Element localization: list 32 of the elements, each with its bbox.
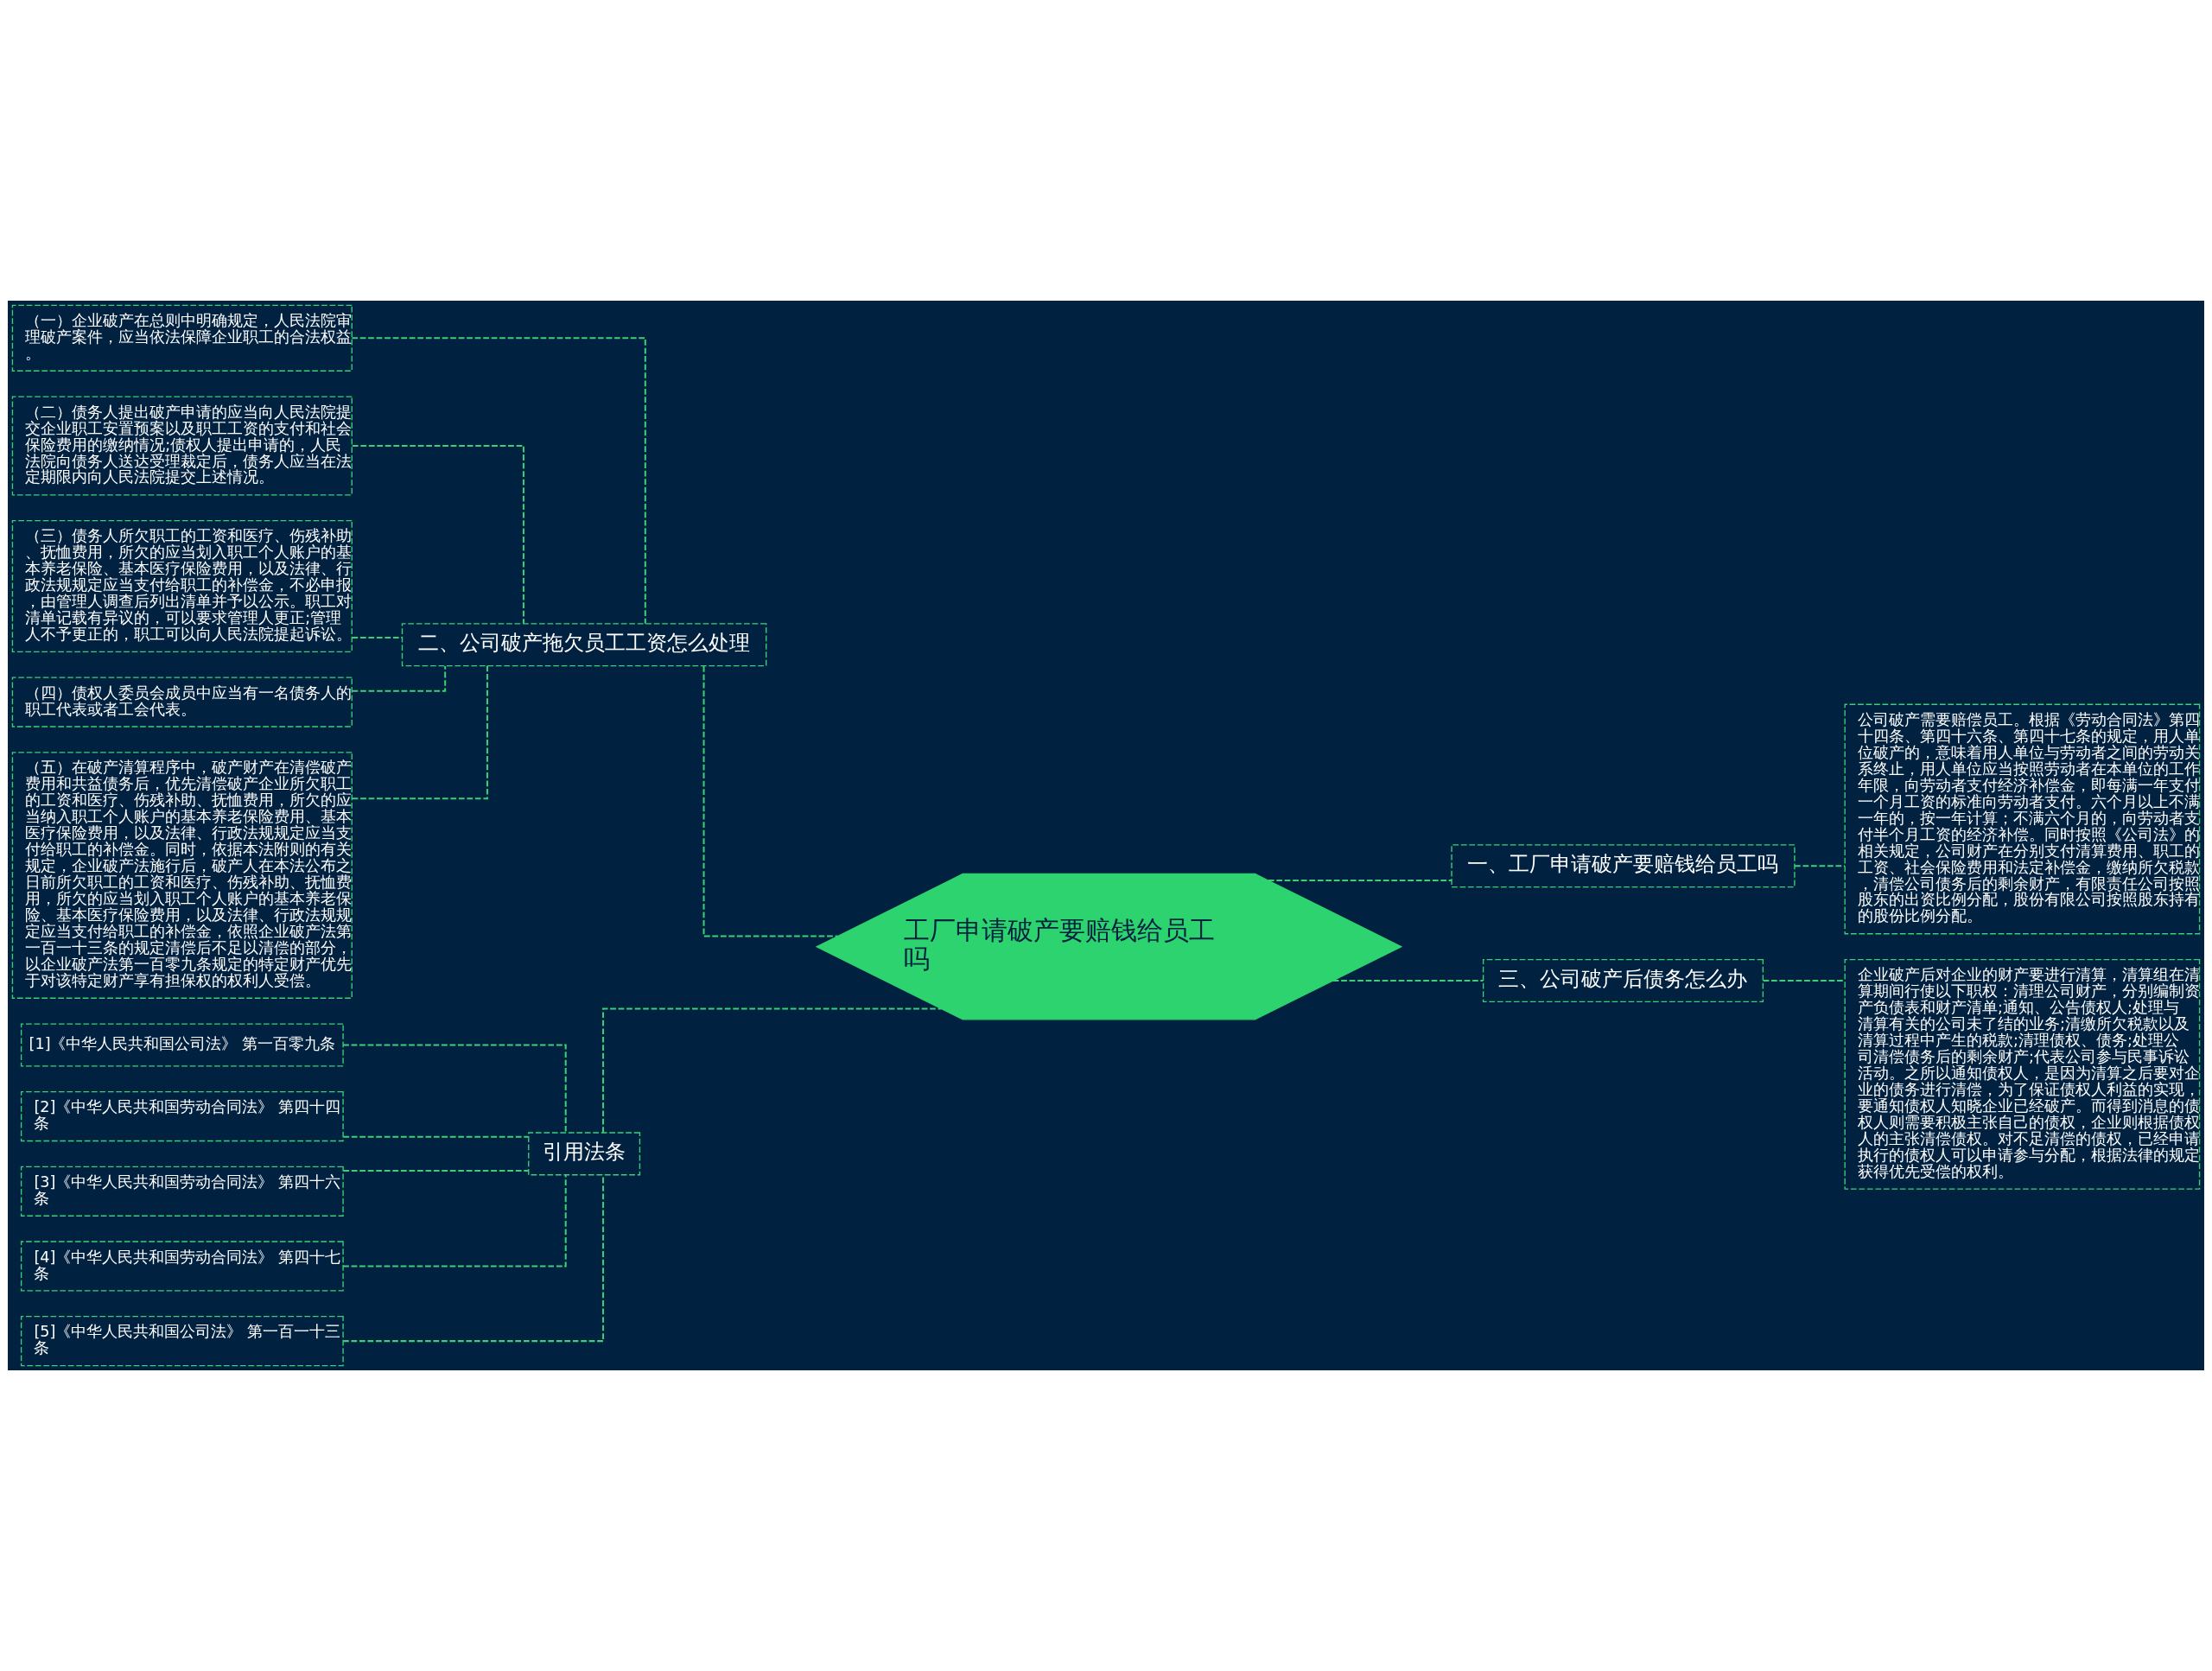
connector: [343, 1044, 567, 1133]
node-box: 企业破产后对企业的财产要进行清算，清算组在清算期间行使以下职权：清理公司财产，分别编制资产负债表和财产清单;通知、公告债权人;处理与清算有关的公司未了结的业务;清缴所欠税款以及清算过程中产生的税款;清理债权、债务;处理公司清偿债务后的剩余财产;代表公司参与民事诉讼活动。之所以通知债权人，是因为清算之后要对企业的债务进行清偿，为了保证债权人利益的实现，要通知债权人知晓企业已经破产。而得到消息的债权人则需要积极主张自己的债权，企业则根据债权人的主张清偿债权。对不足清偿的债权，已经申请执行的债权人可以申请参与分配，根据法律的规定获得优先受偿的权利。: [1844, 958, 2201, 1190]
connector: [343, 1174, 567, 1268]
node-box: [3]《中华人民共和国劳动合同法》 第四十六条: [20, 1166, 344, 1217]
node-box: [2]《中华人民共和国劳动合同法》 第四十四条: [20, 1090, 344, 1142]
node-box: [1]《中华人民共和国公司法》 第一百零九条: [20, 1023, 344, 1067]
connector: [352, 444, 524, 624]
connector: [343, 1174, 605, 1343]
connector: [1795, 865, 1845, 867]
node-box: （五）在破产清算程序中，破产财产在清偿破产费用和共益债务后，优先清偿破产企业所欠职工的工资和医疗、伤残补助、抚恤费用，所欠的应当纳入职工个人账户的基本养老保险费用、基本医疗保险费用，以及法律、行政法规规定应当支付给职工的补偿金。同时，依据本法附则的有关规定，企业破产法施行后，破产人在本法公布之日前所欠职工的工资和医疗、伤残补助、抚恤费用，所欠的应当划入职工个人账户的基本养老保险、基本医疗保险费用，以及法律、行政法规规定应当支付给职工的补偿金，依照企业破产法第一百一十三条的规定清偿后不足以清偿的部分，以企业破产法第一百零九条规定的特定财产优先于对该特定财产享有担保权的权利人受偿。: [11, 752, 353, 999]
node-box: 引用法条: [528, 1132, 641, 1176]
connector: [352, 337, 646, 624]
connector: [343, 1170, 529, 1172]
connector: [352, 637, 403, 639]
connector: [343, 1135, 529, 1138]
node-box: 一、工厂申请破产要赔钱给员工吗: [1451, 844, 1796, 888]
node-box: （一）企业破产在总则中明确规定，人民法院审理破产案件，应当依法保障企业职工的合法权益。: [11, 304, 353, 372]
connector: [352, 666, 447, 692]
node-box: （四）债权人委员会成员中应当有一名债务人的职工代表或者工会代表。: [11, 677, 353, 727]
connector: [602, 1007, 942, 1133]
connector: [352, 665, 488, 800]
node-box: 三、公司破产后债务怎么办: [1482, 958, 1764, 1002]
node-box: （二）债务人提出破产申请的应当向人民法院提交企业职工安置预案以及职工工资的支付和社会保险费用的缴纳情况;债权人提出申请的，人民法院向债务人送达受理裁定后，债务人应当在法定期限内向人民法院提交上述情况。: [11, 396, 353, 496]
connector: [1268, 880, 1452, 882]
connector: [1763, 979, 1845, 982]
node-box: [5]《中华人民共和国公司法》 第一百一十三条: [20, 1316, 344, 1367]
node-box: 二、公司破产拖欠员工工资怎么处理: [401, 623, 767, 667]
node-box: （三）债务人所欠职工的工资和医疗、伤残补助、抚恤费用，所欠的应当划入职工个人账户的基本养老保险、基本医疗保险费用，以及法律、行政法规规定应当支付给职工的补偿金，不必申报，由管理人调查后列出清单并予以公示。职工对清单记载有异议的，可以要求管理人更正;管理人不予更正的，职工可以向人民法院提起诉讼。: [11, 519, 353, 653]
node-box: [4]《中华人民共和国劳动合同法》 第四十七条: [20, 1241, 344, 1292]
connector: [1332, 979, 1484, 982]
connector: [702, 666, 838, 937]
node-box: 公司破产需要赔偿员工。根据《劳动合同法》第四十四条、第四十六条、第四十七条的规定，用人单位破产的，意味着用人单位与劳动者之间的劳动关系终止，用人单位应当按照劳动者在本单位的工作年限，向劳动者支付经济补偿金，即每满一年支付一个月工资的标准向劳动者支付。六个月以上不满一年的，按一年计算；不满六个月的，向劳动者支付半个月工资的经济补偿。同时按照《公司法》的相关规定，公司财产在分别支付清算费用、职工的工资、社会保险费用和法定补偿金，缴纳所欠税款，清偿公司债务后的剩余财产，有限责任公司按照股东的出资比例分配，股份有限公司按照股东持有的股份比例分配。: [1844, 703, 2201, 935]
